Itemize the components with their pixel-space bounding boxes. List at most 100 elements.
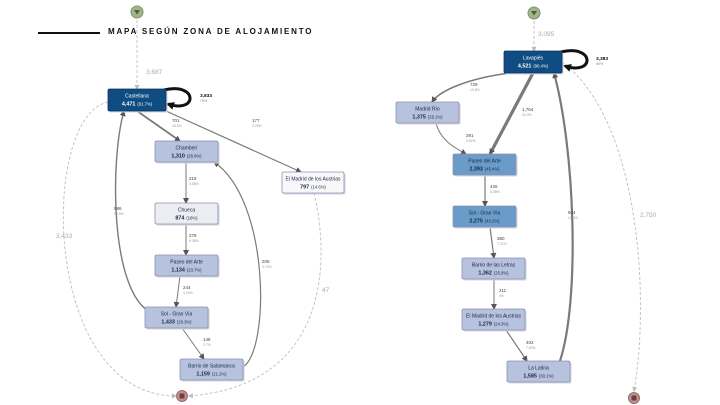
node-sol[interactable]: Sol - Gran Vía 1,433(29.3%) [144,306,210,330]
edge-pct-rio-paseo2: 5.52% [466,139,476,143]
entry-flow-value: 3,687 [146,69,163,76]
node-value: 1,362(25.8%) [478,271,509,277]
start-node-icon[interactable] [527,6,541,20]
node-value: 1,159(21.2%) [196,372,227,378]
edge-pct-salamanca-chamberi: 3.74% [262,265,272,269]
edge-pct-chueca-paseo: 5.38% [189,239,199,243]
self-loop-value: 3,833 [200,93,212,99]
node-name: Lavapiés [523,56,544,62]
edge-value-latina-lavapies: 944 [568,210,576,215]
node-name: Chueca [178,208,195,214]
title-rule [38,32,100,34]
page-title: MAPA SEGÚN ZONA DE ALOJAMIENTO [108,27,314,36]
edge-paseo-sol [173,275,181,308]
edge-value-lavapies-rio: 729 [470,82,478,87]
node-rio[interactable]: Madrid Río 1,375(26.1%) [395,101,461,125]
edge-value-austrias2-latina: 402 [526,340,534,345]
edge-pct-austrias2-latina: 7.63% [526,346,536,350]
edge-austrias2-latina [505,329,528,362]
node-name: Barrio de las Letras [472,263,516,269]
node-value: 2,275(43.2%) [469,219,500,225]
node-value: 874(18%) [175,216,198,222]
edge-value-sol2-letras: 380 [497,236,505,241]
node-paseo2[interactable]: Paseo del Arte 2,393(45.4%) [452,153,518,177]
edge-pct-paseo-sol: 4.44% [183,291,193,295]
node-name: Madrid Río [415,107,440,113]
edge-sol-salamanca [181,327,205,360]
node-austrias2[interactable]: El Madrid de los Austrias 1,279(24.3%) [461,308,527,332]
node-name: Paseo del Arte [170,260,203,266]
node-latina[interactable]: La Latina 1,585(30.1%) [506,360,572,384]
node-letras[interactable]: Barrio de las Letras 1,362(25.8%) [461,257,527,281]
edge-pct-sol-salamanca: 2.7% [203,343,211,347]
edge-lavapies-rio [431,72,511,103]
self-loop-pct: 79% [200,99,208,103]
node-salamanca[interactable]: Barrio de Salamanca 1,159(21.2%) [179,358,245,382]
node-value: 1,433(29.3%) [161,320,192,326]
edge-latina-lavapies [552,72,574,362]
edge-sol2-letras [489,226,497,259]
node-name: Paseo del Arte [468,159,501,165]
end-node-icon[interactable] [176,390,188,402]
edge-castellana-austrias [165,110,302,173]
edge-pct-letras-austrias2: 4% [499,294,504,298]
exit-flow-value: 2,750 [640,212,657,219]
end-node-icon[interactable] [628,392,640,404]
edge-value-sol-salamanca: 148 [203,337,211,342]
edge-value-lavapies-paseo2: 1,764 [522,107,534,112]
node-value: 1,279(24.3%) [478,322,509,328]
node-value: 1,585(30.1%) [523,374,554,380]
node-sol2[interactable]: Sol - Gran Vía 2,275(43.2%) [452,205,518,229]
self-loop-arrow [560,49,589,72]
edge-pct-chamberi-chueca: 3.58% [189,182,199,186]
map-castellana: 70115.5%1773.25%2183.58%2785.38%2444.44%… [56,5,346,402]
node-name: Castellana [125,94,149,100]
node-name: Barrio de Salamanca [188,364,235,370]
node-name: El Madrid de los Austrias [466,314,522,320]
edge-pct-lavapies-paseo2: 33.3% [522,113,532,117]
node-chueca[interactable]: Chueca 874(18%) [154,202,220,226]
edge-value-paseo2-sol2: 426 [490,184,498,189]
node-paseo[interactable]: Paseo del Arte 1,134(23.7%) [154,254,220,278]
self-loop-arrow [163,87,192,110]
edge-sol-castellana [114,110,151,313]
edge-pct-sol2-letras: 7.21% [497,242,507,246]
node-value: 1,134(23.7%) [171,268,202,274]
node-value: 2,393(45.4%) [469,167,500,173]
start-node-icon[interactable] [130,5,144,19]
edge-lavapies-paseo2 [488,72,535,155]
edge-pct-castellana-chamberi: 15.5% [172,124,182,128]
edge-value-sol-castellana: 586 [114,206,122,211]
dashed-flow-line [62,101,177,399]
node-value: 797(14.6%) [300,185,326,191]
edge-value-chamberi-chueca: 218 [189,176,197,181]
side-exit-flow-value: 47 [322,287,330,294]
node-lavapies[interactable]: Lavapiés 4,521(96.4%) [503,50,564,75]
self-loop-pct: 89% [596,62,604,66]
dashed-flow-line [561,61,641,392]
self-loop-value: 3,383 [596,56,608,62]
edge-value-paseo-sol: 244 [183,285,191,290]
edge-pct-sol-castellana: 10.5% [114,212,124,216]
edge-pct-castellana-austrias: 3.25% [252,124,262,128]
node-name: Chamberí [176,146,199,152]
edge-value-castellana-austrias: 177 [252,118,260,123]
entry-flow-value: 3,095 [538,31,555,38]
edge-pct-lavapies-rio: 13.8% [470,88,480,92]
edge-value-castellana-chamberi: 701 [172,118,180,123]
node-name: La Latina [528,366,549,372]
edge-pct-paseo2-sol2: 8.08% [490,190,500,194]
node-value: 1,375(26.1%) [412,115,443,121]
node-value: 4,521(96.4%) [518,64,549,70]
node-name: Sol - Gran Vía [469,211,501,217]
edge-value-rio-paseo2: 291 [466,133,474,138]
exit-flow-value: 3,433 [56,233,73,240]
edge-rio-paseo2 [435,122,467,155]
node-name: Sol - Gran Vía [161,312,193,318]
edge-value-salamanca-chamberi: 205 [262,259,270,264]
